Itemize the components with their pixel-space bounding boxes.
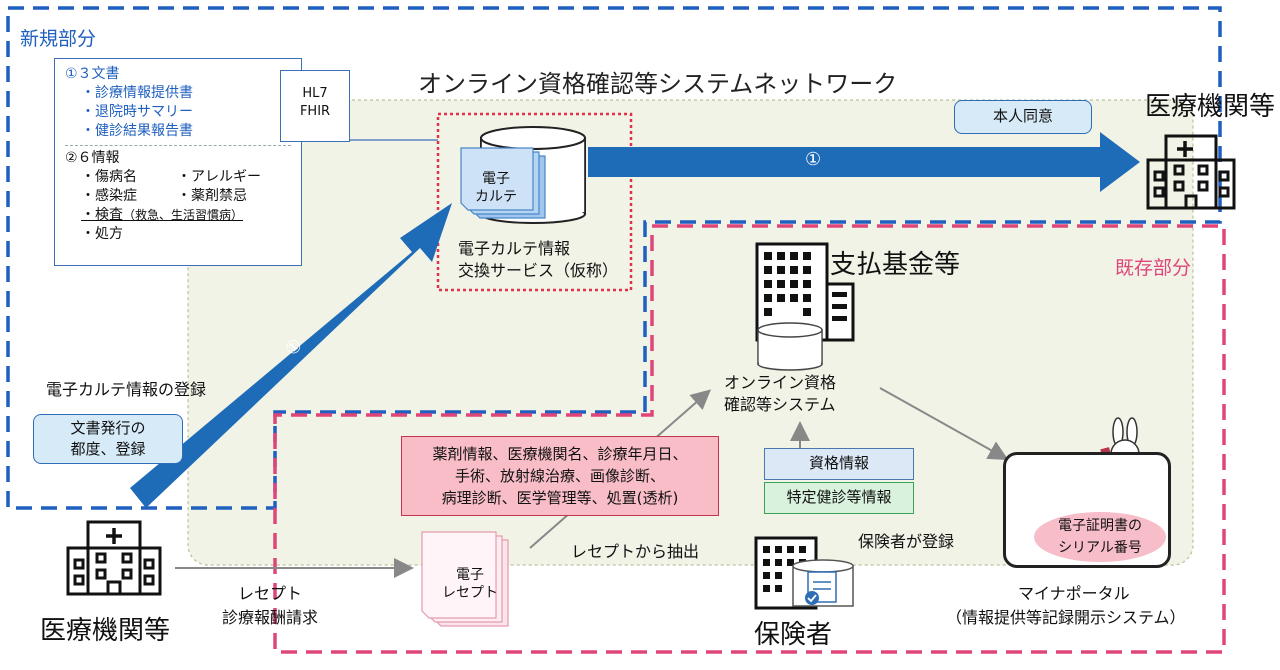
doc-item: ・診療情報提供書 (81, 85, 193, 101)
receipt-sheets-icon (421, 531, 509, 627)
ehr-service-box (436, 112, 633, 292)
payment-fund-db-icon (757, 322, 823, 371)
fhir-label: FHIR (299, 104, 331, 119)
payment-fund-building-icon (755, 242, 855, 342)
issue-callout: 文書発行の 都度、登録 (33, 414, 183, 464)
receipt-info-line: 病理診断、医学管理等、処置(透析) (441, 489, 679, 507)
receipt-sheet-line: レセプト (442, 585, 498, 601)
ehr-registration-label: 電子カルテ情報の登録 (46, 380, 207, 399)
myna-portal-sub-label: （情報提供等記録開示システム） (946, 608, 1186, 627)
online-system-label: オンライン資格 確認等システム (724, 372, 836, 416)
online-system-line: 確認等システム (724, 395, 836, 414)
info-item: ・感染症 (81, 188, 137, 204)
insurer-register-label: 保険者が登録 (858, 532, 955, 551)
myna-portal-label: マイナポータル (1018, 584, 1130, 603)
document-list-note: ①３文書 ・診療情報提供書 ・退院時サマリー ・健診結果報告書 ②６情報 ・傷病… (54, 58, 302, 266)
ehr-service-line: 電子カルテ情報 (458, 239, 571, 258)
step-one-top: ① (805, 149, 822, 170)
six-info-heading: ②６情報 (65, 150, 120, 166)
ehr-sheets-icon (460, 147, 546, 219)
receipt-claim-line: 診療報酬請求 (222, 608, 319, 627)
existing-section-border (273, 224, 1226, 654)
registration-arrow (130, 203, 452, 508)
doc-item: ・健診結果報告書 (81, 123, 193, 139)
hospital-icon-top (1146, 134, 1236, 210)
certificate-serial-oval: 電子証明書の シリアル番号 (1034, 512, 1166, 562)
three-docs-heading: ①３文書 (65, 66, 120, 82)
receipt-info-line: 薬剤情報、医療機関名、診療年月日、 (432, 445, 688, 463)
certificate-line: 電子証明書の (1058, 518, 1142, 534)
exam-note: （救急、生活習慣病） (123, 208, 244, 222)
certificate-line: シリアル番号 (1058, 540, 1142, 556)
hospital-icon-bottom (66, 520, 162, 596)
ehr-sheet-line: カルテ (475, 189, 517, 205)
receipt-info-line: 手術、放射線治療、画像診断、 (454, 467, 665, 485)
consent-arrow (588, 132, 1140, 192)
exam-item: ・検査 (81, 207, 123, 223)
ehr-service-name: 電子カルテ情報 交換サービス（仮称） (458, 238, 618, 282)
qualification-info-box: 資格情報 (764, 448, 914, 480)
network-title: オンライン資格確認等システムネットワーク (418, 70, 898, 98)
consent-callout: 本人同意 (954, 100, 1092, 134)
note-divider (65, 145, 291, 146)
info-row: ・感染症 ・薬剤禁忌 (65, 187, 291, 206)
insurer-label: 保険者 (754, 620, 833, 650)
prescription-item: ・処方 (81, 226, 123, 242)
new-section-label: 新規部分 (20, 28, 97, 50)
receipt-sheet-line: 電子 (456, 567, 484, 583)
ehr-service-line: 交換サービス（仮称） (458, 261, 619, 280)
portal-arrow (879, 387, 1009, 460)
receipt-sheet-label: 電子 レセプト (440, 566, 500, 602)
receipt-extract-label: レセプトから抽出 (571, 542, 700, 561)
health-check-info-box: 特定健診等情報 (764, 482, 914, 514)
info-item: ・薬剤禁忌 (177, 188, 247, 204)
hl7-label: HL7 (302, 86, 328, 101)
payment-fund-label: 支払基金等 (830, 250, 961, 280)
medical-institution-bottom-label: 医療機関等 (40, 616, 171, 646)
receipt-claim-line: レセプト (238, 584, 303, 603)
issue-callout-line: 都度、登録 (70, 440, 146, 458)
issue-callout-line: 文書発行の (70, 419, 146, 437)
receipt-claim-label: レセプト 診療報酬請求 (222, 582, 318, 630)
info-row: ・傷病名 ・アレルギー (65, 168, 291, 187)
doc-item: ・退院時サマリー (81, 104, 193, 120)
medical-institution-top-label: 医療機関等 (1145, 92, 1276, 122)
info-item: ・傷病名 (81, 169, 137, 185)
info-item: ・アレルギー (177, 169, 261, 185)
receipt-info-box: 薬剤情報、医療機関名、診療年月日、 手術、放射線治療、画像診断、 病理診断、医学… (401, 436, 719, 516)
new-section-border (6, 6, 1222, 510)
existing-section-label: 既存部分 (1115, 257, 1192, 279)
hl7-fhir-scroll: HL7 FHIR (280, 70, 350, 142)
insurer-building-icon (754, 536, 854, 610)
ehr-sheet-line: 電子 (482, 171, 510, 187)
ehr-sheet-label: 電子 カルテ (475, 170, 517, 206)
info-row: ・検査（救急、生活習慣病） (65, 206, 291, 225)
online-system-line: オンライン資格 (724, 373, 837, 392)
